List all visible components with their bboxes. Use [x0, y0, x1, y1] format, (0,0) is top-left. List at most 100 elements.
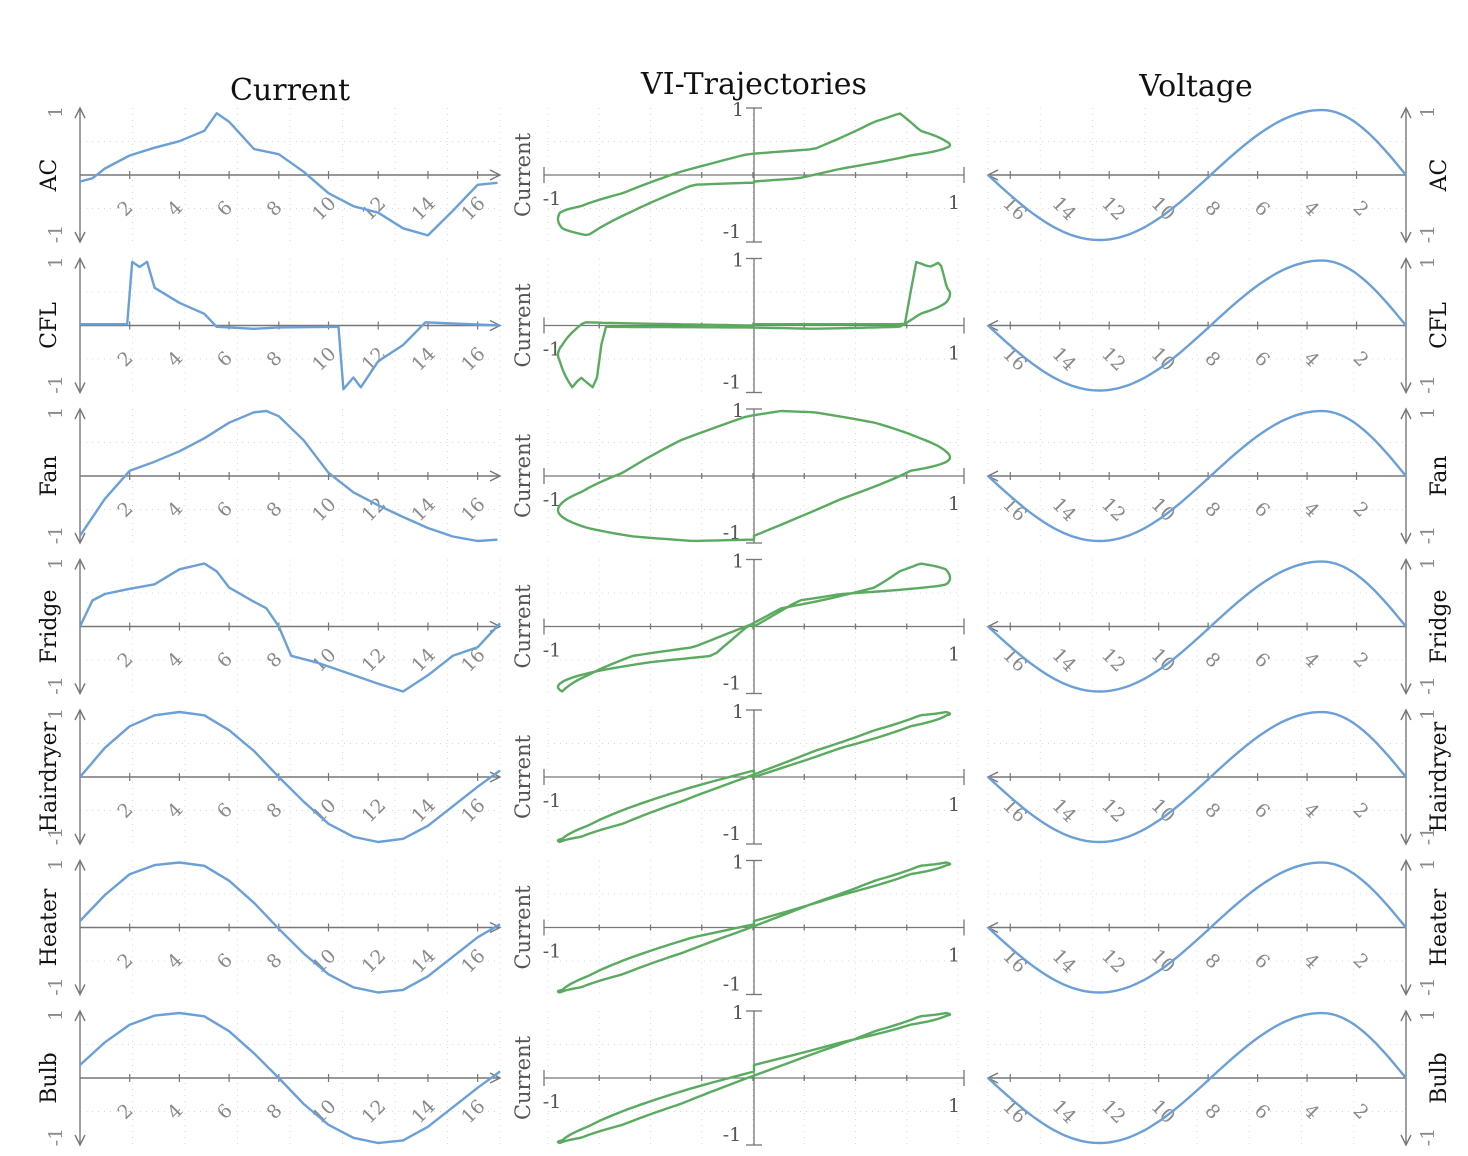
- voltage-xtick-label: 2: [1349, 347, 1373, 371]
- voltage-xtick-label: 6: [1250, 949, 1274, 973]
- voltage-xtick-label: 12: [1097, 343, 1130, 376]
- voltage-trace-ac: [987, 108, 1407, 242]
- voltage-xtick-label: 14: [1048, 644, 1081, 677]
- vi-ytick-bottom: -1: [723, 974, 742, 996]
- voltage-xtick-label: 12: [1097, 644, 1130, 677]
- row-label-left: Bulb: [37, 1052, 62, 1103]
- current-xtick-label: 14: [407, 945, 440, 978]
- current-xtick-label: 8: [263, 197, 287, 221]
- vi-xtick-left: -1: [543, 339, 562, 361]
- voltage-xtick-label: 8: [1200, 949, 1224, 973]
- voltage-xtick-label: 8: [1200, 1100, 1224, 1124]
- current-xtick-label: 6: [213, 197, 237, 221]
- voltage-y-arrow-up: [1400, 106, 1412, 119]
- current-x-arrow: [489, 921, 502, 934]
- voltage-trace-fridge: [987, 560, 1407, 693]
- current-xtick-label: 6: [213, 949, 237, 973]
- current-xtick-label: 16: [457, 192, 490, 225]
- voltage-xtick-label: 4: [1299, 1100, 1323, 1124]
- vi-trajectory-cfl: [556, 260, 952, 389]
- current-y-arrow-up: [74, 708, 86, 721]
- voltage-xtick-label: 6: [1250, 648, 1274, 672]
- voltage-axes: [986, 557, 1412, 696]
- voltage-trace-cfl: [987, 259, 1407, 392]
- voltage-xtick-label: 14: [1048, 1095, 1081, 1128]
- current-xtick-label: 14: [407, 1095, 440, 1128]
- voltage-y-arrow-up: [1400, 708, 1412, 721]
- voltage-xtick-label: 12: [1097, 945, 1130, 978]
- current-ytick-bottom: -1: [45, 375, 67, 394]
- voltage-trace-heater: [987, 861, 1407, 994]
- voltage-xtick-label: 12: [1097, 192, 1130, 225]
- current-ytick-bottom: -1: [45, 977, 67, 996]
- current-xtick-label: 8: [263, 949, 287, 973]
- current-xtick-label: 14: [407, 192, 440, 225]
- voltage-ytick-bottom: -1: [1417, 375, 1439, 394]
- current-xtick-label: 8: [263, 799, 287, 823]
- current-y-arrow-up: [74, 256, 86, 269]
- current-ytick-bottom: -1: [45, 526, 67, 545]
- current-xtick-label: 8: [263, 347, 287, 371]
- current-xtick-label: 10: [308, 343, 341, 376]
- current-y-arrow-down: [74, 532, 86, 545]
- vi-ytick-top: 1: [732, 400, 744, 422]
- voltage-xtick-label: 2: [1349, 498, 1373, 522]
- voltage-ytick-top: 1: [1417, 256, 1439, 268]
- vi-trajectory-heater: [556, 861, 952, 994]
- voltage-xtick-label: 10: [1147, 644, 1180, 677]
- voltage-xtick-label: 6: [1250, 347, 1274, 371]
- voltage-y-arrow-up: [1400, 557, 1412, 570]
- voltage-y-arrow-up: [1400, 858, 1412, 871]
- voltage-ytick-bottom: -1: [1417, 225, 1439, 244]
- voltage-axes: [986, 256, 1412, 395]
- current-y-arrow-down: [74, 833, 86, 846]
- current-xtick-label: 2: [113, 1100, 137, 1124]
- voltage-y-arrow-up: [1400, 256, 1412, 269]
- vi-xtick-left: -1: [543, 188, 562, 210]
- vi-xtick-right: 1: [948, 945, 960, 967]
- current-xtick-label: 14: [407, 794, 440, 827]
- vi-xtick-left: -1: [543, 790, 562, 812]
- row-label-right: Fridge: [1427, 589, 1452, 663]
- voltage-xtick-label: 10: [1147, 493, 1180, 526]
- current-ytick-top: 1: [45, 858, 67, 870]
- current-axes: [74, 708, 502, 846]
- current-xtick-label: 4: [163, 498, 187, 522]
- current-xtick-label: 4: [163, 197, 187, 221]
- current-ytick-top: 1: [45, 106, 67, 118]
- current-y-arrow-down: [74, 683, 86, 696]
- voltage-xtick-label: 10: [1147, 343, 1180, 376]
- current-axes: [74, 858, 502, 997]
- current-xtick-label: 8: [263, 498, 287, 522]
- current-trace-ac: [79, 112, 498, 237]
- current-y-arrow-up: [74, 407, 86, 420]
- voltage-xtick-label: 6: [1250, 799, 1274, 823]
- voltage-xtick-label: 2: [1349, 1100, 1373, 1124]
- current-trace-bulb: [79, 1011, 501, 1145]
- voltage-ytick-bottom: -1: [1417, 676, 1439, 695]
- current-trace-fridge: [78, 562, 501, 693]
- vi-axes: [543, 107, 965, 243]
- voltage-xtick-label: 4: [1299, 498, 1323, 522]
- voltage-xtick-label: 6: [1250, 197, 1274, 221]
- voltage-xtick-label: 8: [1200, 648, 1224, 672]
- current-xtick-label: 12: [358, 945, 391, 978]
- voltage-y-arrow-down: [1400, 532, 1412, 545]
- vi-ylabel: Current: [511, 734, 535, 819]
- voltage-xtick-label: 12: [1097, 493, 1130, 526]
- column-title-current: Current: [230, 73, 350, 108]
- current-ytick-bottom: -1: [45, 1128, 67, 1147]
- voltage-y-arrow-down: [1400, 382, 1412, 395]
- voltage-y-arrow-up: [1400, 407, 1412, 420]
- current-y-arrow-down: [74, 984, 86, 997]
- current-xtick-label: 12: [358, 644, 391, 677]
- vi-trajectory-fan: [556, 409, 952, 543]
- vi-xtick-right: 1: [948, 493, 960, 515]
- current-ytick-top: 1: [45, 708, 67, 720]
- voltage-y-arrow-down: [1400, 231, 1412, 244]
- current-trace-heater: [79, 861, 501, 994]
- current-xtick-label: 4: [163, 648, 187, 672]
